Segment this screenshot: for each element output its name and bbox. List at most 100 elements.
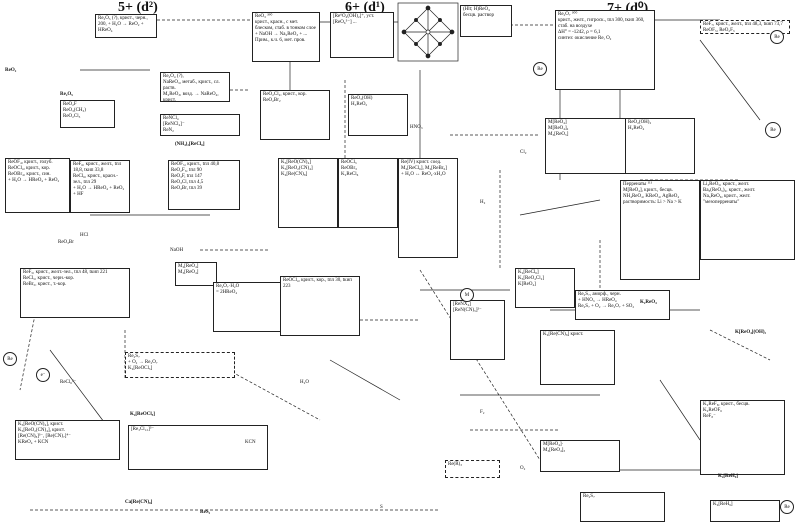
box-right-bottom: K₂ReF₈, крист., бесцв. K₂ReOF₆ ReF₈⁻ (700, 400, 785, 475)
box-re2o7-text: Re₂O₇ ³⁰⁰ крист., желт., гигроск., tпл 3… (558, 12, 645, 41)
box-bottom-mid-text: K₂[Re(CN)₈] крист. (543, 332, 584, 337)
label-k-re: K₂[ReOCl₅] (130, 412, 155, 417)
box-reocl4-text: ReOF₄, крист., голуб. ReOCl₄, крист., ко… (8, 160, 60, 183)
box-rex5-text: ReF₅, крист., желт.-зел., tпл 48, tкип 2… (23, 270, 108, 287)
circle-re-left: Re (3, 352, 17, 366)
box-rehal6: ReF₆, крист., желт., tпл 18,8, tкип 33,8… (70, 160, 130, 213)
box-reocl3-text: ReOCl₃ ReOBr₃ K₂ReCl₆ (341, 160, 359, 177)
box-small1-text: ReO₃(OH) H₃ReO₅ (351, 96, 373, 107)
circle-re-right: Re (765, 122, 781, 138)
box-re4-text: Re₂O₇·H₂O = 2HReO₄ (216, 284, 240, 295)
box-re-bot-text: Re₂S₇ + O₂ → Re₂O₇ K₂[ReOCl₅] (128, 354, 158, 371)
box-cn: K₃[ReO(CN)₄] K₃[ReO₂(CN)₄] K₄[Re(CN)₈] (278, 158, 338, 228)
box-reocl4: ReOF₄, крист., голуб. ReOCl₄, крист., ко… (5, 158, 70, 213)
box-re-s: Re₂S₇, аморф., черн. + HNO₃ → HReO₄ Re₂S… (575, 290, 670, 320)
label-hno3: HNO₃ (410, 125, 423, 130)
box-reo-cl-text: ReOCl₄, крист., кор., tпл 30, tкип 223 (283, 278, 352, 289)
box-small2: ReO₂(OH)₂ H₂ReO₄ (625, 118, 695, 174)
box-k-reh-text: K₂[ReH₉] (713, 502, 733, 507)
box-cn-text: K₃[ReO(CN)₄] K₃[ReO₂(CN)₄] K₄[Re(CN)₈] (281, 160, 313, 177)
box-reo2-hydro-text: Re₂O₄ (?), NaReO₃, метаб., крист., сл. р… (163, 74, 220, 102)
box-perrhenates-text: Перренаты ¹¹¹ M[ReO₄], крист., бесцв. NH… (623, 182, 682, 205)
box-re2o7: Re₂O₇ ³⁰⁰ крист., желт., гигроск., tпл 3… (555, 10, 655, 90)
box-right-small-text: M[ReO₄]· M₃[ReO₄]₃ (543, 442, 566, 453)
box-rer-small-text: Re(R)₃ (448, 462, 462, 467)
label-h2: H₂ (480, 200, 486, 205)
box-ref7: ReF₇, крист., желт., tпл 48,3, tкип 73,7… (700, 20, 790, 34)
box-bottom-mid: K₂[Re(CN)₈] крист. (540, 330, 615, 385)
box-rehal6-text: ReF₆, крист., желт., tпл 18,8, tкип 33,8… (73, 162, 125, 197)
label-cn: Ca[Re(CN)₈] (125, 500, 153, 505)
box-perrhenates: Перренаты ¹¹¹ M[ReO₄], крист., бесцв. NH… (620, 180, 700, 280)
box-perrhenate-top: (Hlt; H)ReO₄ бесцв. раствор (460, 5, 512, 37)
label-reo3br: ReO₃Br (58, 240, 74, 245)
box-small3-text: M₂[ReO₄] M₃[ReO₄] (178, 264, 199, 275)
label-h2o: H₂O (300, 380, 309, 385)
box-mixed: Re(IV) крист. соед. M₂[ReCl₆], M₂[ReBr₆]… (398, 158, 458, 258)
box-re-s-text: Re₂S₇, аморф., черн. + HNO₃ → HReO₄ Re₂S… (578, 292, 635, 309)
box-k3-text: K₂[ReCl₆] K₃[ReO₄Cl₂] K[ReO₄] (518, 270, 545, 287)
label-k-reh: K₂[ReH₉] (718, 474, 738, 479)
circle-m: M (460, 288, 474, 302)
box-res-bottom-text: Re₂S₇ (583, 494, 595, 499)
box-re2o5: Re₂O₅ (?), крист., черн., 200, + H₂O → R… (95, 14, 157, 38)
box-cluster: [Re₃Cl₁₂]³⁻ (128, 425, 268, 470)
box-per2: Li₃ReO₅, крист., желт. Ba₃(ReO₅)₂, крист… (700, 180, 795, 260)
box-mixed-text: Re(IV) крист. соед. M₂[ReCl₆], M₂[ReBr₆]… (401, 160, 447, 177)
box-nitride: ReNCl₄ [ReNCl₄]⁻ ReN₂ (160, 114, 240, 136)
box-reo3-text: ReO₃ ³⁹⁰ крист., красн., с мет. блеском,… (255, 14, 316, 43)
box-re2o5-text: Re₂O₅ (?), крист., черн., 200, + H₂O → R… (98, 16, 148, 33)
circle-e: e⁻ (36, 368, 50, 382)
label-res: ReS₂ (200, 510, 211, 515)
box-mreo4-s-text: M[ReO₄] M[ReO₄]₂ M₃[ReO₅] (548, 120, 569, 137)
box-k-reh: K₂[ReH₉] (710, 500, 780, 522)
box-re-bot: Re₂S₇ + O₂ → Re₂O₇ K₂[ReOCl₅] (125, 352, 235, 378)
box-right-small: M[ReO₄]· M₃[ReO₄]₃ (540, 440, 620, 472)
box-nitride-text: ReNCl₄ [ReNCl₄]⁻ ReN₂ (163, 116, 185, 133)
circle-re-br: Re (780, 500, 794, 514)
box-re-left-a-text: ReO₂F ReO₃(CH₃) ReO₂Cl₃ (63, 102, 86, 119)
box-perrhenate-top-text: (Hlt; H)ReO₄ бесцв. раствор (463, 7, 495, 18)
label-cl2: Cl₂ (520, 150, 527, 155)
box-mid-re6: ReO₂Cl₂, крист., кор. ReO₂Br₂ (260, 90, 330, 140)
label-hcl: HCl (80, 233, 89, 238)
box-reo2-hydro: Re₂O₄ (?), NaReO₃, метаб., крист., сл. р… (160, 72, 230, 102)
box-res-bottom: Re₂S₇ (580, 492, 665, 522)
box-small2-text: ReO₂(OH)₂ H₂ReO₄ (628, 120, 652, 131)
header-6plus: 6+ (d¹) (345, 0, 385, 15)
label-s: S (380, 505, 383, 510)
label-kcn: KCN (245, 440, 256, 445)
label-k2reo4: K₂ReO₄ (640, 300, 657, 305)
box-right-bottom-text: K₂ReF₈, крист., бесцв. K₂ReOF₆ ReF₈⁻ (703, 402, 750, 419)
circle-re-tr: Re (770, 30, 784, 44)
box-per2-text: Li₃ReO₅, крист., желт. Ba₃(ReO₅)₂, крист… (703, 182, 756, 205)
box-k3: K₂[ReCl₆] K₃[ReO₄Cl₂] K[ReO₄] (515, 268, 575, 308)
label-o2: O₂ (520, 466, 526, 471)
box-reof5: ReOF₅, крист., tпл 40,8 ReO₂F₃, tпл 90 R… (168, 160, 240, 210)
box-cn2-text: K₃[ReO(CN)₄], крист. K₃[ReO₂(CN)₄], крис… (18, 422, 71, 445)
box-mid-re6-text: ReO₂Cl₂, крист., кор. ReO₂Br₂ (263, 92, 307, 103)
box-small1: ReO₃(OH) H₃ReO₅ (348, 94, 408, 136)
box-reo3: ReO₃ ³⁹⁰ крист., красн., с мет. блеском,… (252, 12, 320, 62)
circle-re-mid: Re (533, 62, 547, 76)
box-cluster-text: [Re₃Cl₁₂]³⁻ (131, 427, 154, 432)
header-5plus: 5+ (d²) (118, 0, 158, 15)
box-rer2-text: [Re⁶O₄(OH)₂]⁺, уст. [ReO₆⁵⁻] ... (333, 14, 375, 25)
box-reo-cl: ReOCl₄, крист., кор., tпл 30, tкип 223 (280, 276, 360, 336)
re6-cluster-drawing (398, 3, 458, 61)
box-small3: M₂[ReO₄] M₃[ReO₄] (175, 262, 217, 286)
box-reocl3: ReOCl₃ ReOBr₃ K₂ReCl₆ (338, 158, 398, 228)
label-f2: F₂ (480, 410, 485, 415)
label-reo2: ReO₂ (5, 68, 17, 73)
label-rcl: ReCl₆²⁻ (60, 380, 77, 385)
box-ref7-text: ReF₇, крист., желт., tпл 48,3, tкип 73,7… (703, 22, 783, 33)
box-reof5-text: ReOF₅, крист., tпл 40,8 ReO₂F₃, tпл 90 R… (171, 162, 220, 191)
box-re-left-a: ReO₂F ReO₃(CH₃) ReO₂Cl₃ (60, 100, 115, 128)
box-mreo4-s: M[ReO₄] M[ReO₄]₂ M₃[ReO₅] (545, 118, 627, 174)
label-nh4: (NH₄)₂[ReCl₆] (175, 142, 205, 147)
label-kreo4: K[ReO₄](OH)₂ (735, 330, 767, 335)
box-nitride2: [ReNX₄] [ReN(CN)₅]²⁻ (450, 300, 505, 360)
label-naoh: NaOH (170, 248, 184, 253)
box-re4: Re₂O₇·H₂O = 2HReO₄ (213, 282, 283, 332)
box-rer2: [Re⁶O₄(OH)₂]⁺, уст. [ReO₆⁵⁻] ... (330, 12, 394, 58)
